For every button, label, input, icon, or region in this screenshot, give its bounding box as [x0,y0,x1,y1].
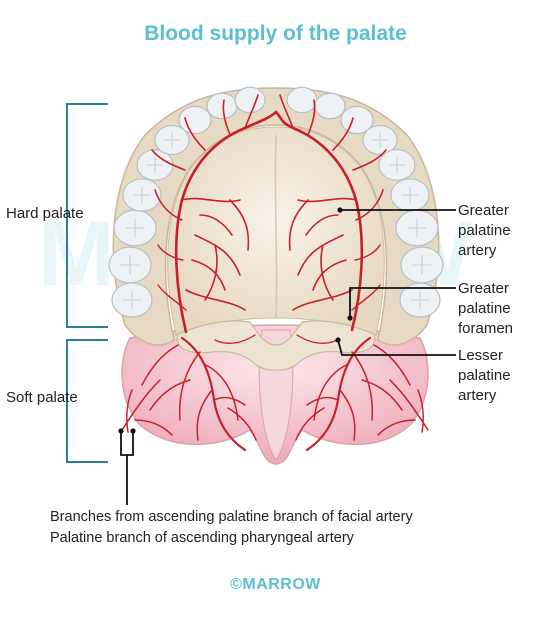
greater-palatine-foramen-label: Greater palatine foramen [458,280,514,337]
tooth-cusp [388,156,406,174]
tooth-cusp [146,156,164,174]
alveolar-arch [112,87,440,346]
greater-palatine-artery-label: Greater palatine artery [458,202,511,259]
hard-palate-label: Hard palate [6,205,84,222]
posterior-palatal-border [176,320,376,371]
greater-palatine-arteries [151,94,387,334]
tooth-cusp [133,186,151,204]
tooth [234,86,266,114]
median-raphe [274,134,278,319]
tooth-cusp [411,291,429,309]
tooth-cusp [407,218,427,238]
leader-lines [120,209,456,505]
tooth [340,105,374,135]
tooth-cusp [120,255,140,275]
tooth [314,92,346,120]
tooth-cusp [412,255,432,275]
teeth [108,86,444,318]
ascending-palatine-branches [121,379,429,436]
tooth-cusp [401,186,419,204]
tooth [178,105,212,135]
hard-palate-bracket [66,103,108,328]
caption-facial-artery: Branches from ascending palatine branch … [50,509,413,525]
tooth [286,86,318,114]
soft-palate-label: Soft palate [6,389,78,406]
caption-pharyngeal-artery: Palatine branch of ascending pharyngeal … [50,530,354,546]
lesser-palatine-arteries [141,334,411,452]
tooth-cusp [123,291,141,309]
tooth-cusp [164,132,180,148]
soft-palate-bracket [66,339,108,463]
tooth-cusp [125,218,145,238]
lesser-palatine-artery-label: Lesser palatine artery [458,347,511,404]
footer-logo: ©MARROW [230,576,321,593]
tooth [206,92,238,120]
tooth-cusp [372,132,388,148]
diagram-title: Blood supply of the palate [144,22,407,45]
